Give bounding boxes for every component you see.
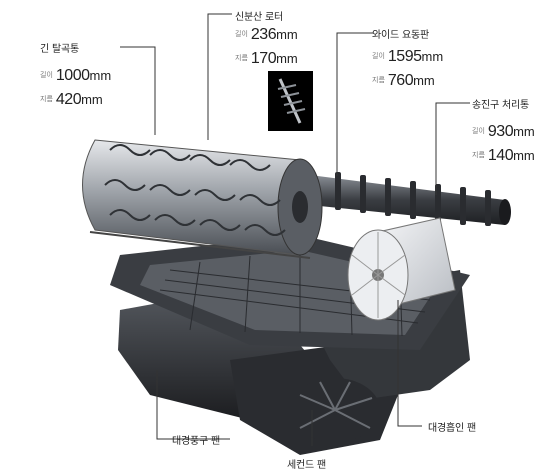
auger-dia-label: 지름 — [472, 151, 485, 159]
long-drum-dia-label: 지름 — [40, 95, 53, 103]
suction-fan-drum — [347, 217, 456, 321]
rotor-dia-unit: mm — [276, 51, 298, 66]
large-fan-title: 대경풍구 팬 — [172, 436, 220, 447]
rotor-thumbnail — [268, 71, 313, 131]
auger-length-label: 길이 — [472, 127, 485, 135]
sieve-dia-label: 지름 — [372, 76, 385, 84]
sieve-dia-unit: mm — [413, 73, 435, 88]
long-drum-dia-value: 420 — [55, 91, 82, 108]
rotor-length-label: 길이 — [235, 30, 248, 38]
sieve-title: 와이드 요동판 — [372, 30, 429, 41]
suction-fan-title: 대경흡인 팬 — [428, 423, 476, 434]
long-drum-title: 긴 탈곡통 — [40, 44, 79, 55]
rotor-title: 신분산 로터 — [235, 12, 283, 23]
leader-lines — [120, 13, 470, 446]
rotor-thumbnail-icon — [268, 71, 313, 131]
sieve-length-value: 1595 — [387, 48, 422, 65]
second-fan-title: 세컨드 팬 — [287, 460, 326, 471]
second-fan-wheel — [290, 378, 380, 442]
rotor-length-unit: mm — [276, 27, 298, 42]
auger-title: 송진구 처리통 — [472, 100, 529, 111]
sieve-length-label: 길이 — [372, 52, 385, 60]
auger-dia-unit: mm — [513, 148, 535, 163]
rotor-length-value: 236 — [250, 26, 277, 43]
long-drum-length-unit: mm — [89, 68, 112, 83]
auger-dia-value: 140 — [487, 147, 514, 164]
auger-length-value: 930 — [487, 123, 514, 140]
long-drum-length-label: 길이 — [40, 71, 53, 79]
rotor-dia-value: 170 — [250, 50, 277, 67]
sieve-length-unit: mm — [421, 49, 444, 64]
long-drum-dia-unit: mm — [81, 92, 103, 107]
threshing-drum — [82, 139, 323, 259]
long-drum-length-value: 1000 — [55, 67, 90, 84]
auger-length-unit: mm — [513, 124, 535, 139]
auger-shaft — [310, 172, 511, 226]
rotor-dia-label: 지름 — [235, 54, 248, 62]
sieve-dia-value: 760 — [387, 72, 414, 89]
